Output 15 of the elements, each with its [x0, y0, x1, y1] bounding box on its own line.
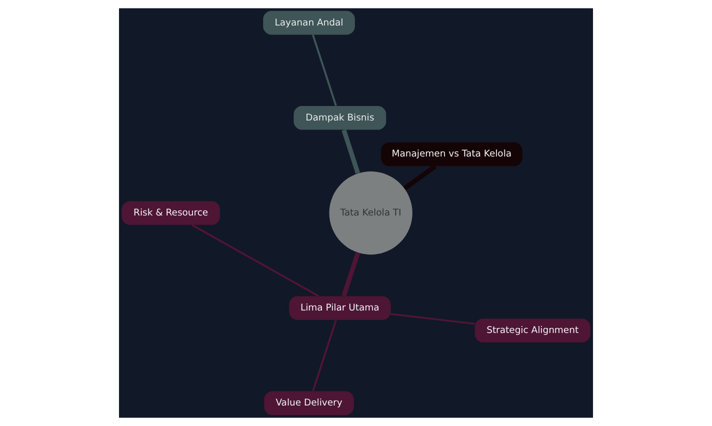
node-box: Value Delivery — [264, 391, 354, 416]
node-box: Layanan Andal — [263, 10, 355, 35]
connector — [312, 320, 337, 392]
node-box: Lima Pilar Utama — [289, 296, 391, 320]
node-box: Manajemen vs Tata Kelola — [381, 142, 522, 166]
node-box: Dampak Bisnis — [294, 106, 386, 130]
node-box: Risk & Resource — [122, 201, 220, 225]
connector — [342, 129, 360, 174]
node-circle: Tata Kelola TI — [329, 171, 412, 255]
node-box: Strategic Alignment — [474, 318, 590, 342]
connector — [192, 224, 320, 298]
connector — [342, 252, 360, 297]
connector — [312, 34, 337, 106]
connector — [403, 164, 437, 190]
connector — [390, 313, 475, 325]
